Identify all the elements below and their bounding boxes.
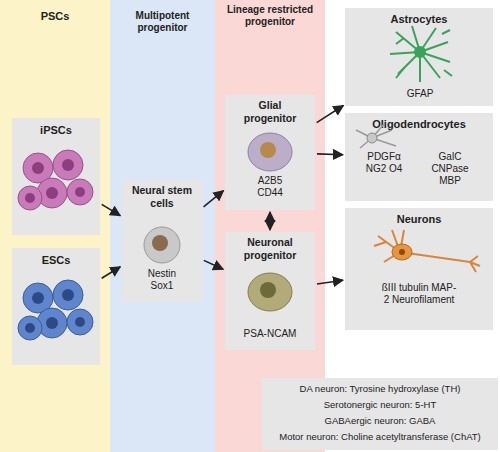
astrocyte-drawing [390,26,452,82]
esc-nucleus [25,323,35,333]
esc-nucleus [46,317,58,329]
marker-text: A2B5 CD44 [247,175,293,199]
esc-nucleus [32,292,44,304]
cell-box: ESCs [12,248,100,365]
neuron-process [374,230,470,262]
node-title: Oligodendrocytes [345,118,493,131]
band: PSCs iPSCsESCs [0,0,110,452]
node-title: Neural stem cells [126,184,198,209]
cell-box: Neurons ßIII tubulin MAP-2 Neurofilament [345,208,493,330]
node-title: iPSCs [12,124,100,137]
note-box: DA neuron: Tyrosine hydroxylase (TH) Sero… [262,378,498,450]
arrow-connector [317,153,343,155]
cell-box: iPSCs [12,118,100,235]
esc-cells [18,280,93,340]
nsc-cell [144,227,180,263]
marker-text: Nestin Sox1 [138,268,186,292]
marker-text: GalC CNPase MBP [425,151,475,187]
arrow-connector [317,106,344,123]
cell-box: Neuronal progenitorPSA-NCAM [225,232,315,350]
ipsc-cell [67,179,93,205]
band: Multipotent progenitorNeural stem cellsN… [110,0,215,452]
ipsc-nucleus [25,193,35,203]
ipsc-cells [18,150,93,210]
arrow-connector [204,260,223,269]
ipsc-nucleus [32,162,44,174]
marker-text: Motor neuron: Choline acetyltransferase … [264,431,496,442]
glial-nucleus [260,142,276,158]
esc-cell [18,316,42,340]
ipsc-nucleus [62,159,74,171]
cell-box: AstrocytesGFAP [345,8,493,106]
arrow-connector [317,280,343,284]
marker-text: Serotonergic neuron: 5-HT [264,399,496,410]
neuron-soma [392,244,412,260]
node-title: Lineage restricted progenitor [217,4,323,28]
esc-cell [53,280,83,310]
marker-text: GFAP [390,88,450,100]
marker-text: DA neuron: Tyrosine hydroxylase (TH) [264,383,496,394]
esc-cell [23,283,53,313]
neuron-terminal [470,256,480,272]
ipsc-cell [53,150,83,180]
oligodendrocyte-process [356,124,396,148]
marker-text: PSA-NCAM [230,328,310,340]
node-title: ESCs [12,254,100,267]
arrow-connector [102,267,121,278]
node-title: Neurons [345,213,493,226]
node-title: Multipotent progenitor [112,10,213,34]
arrow-connector [204,191,224,207]
ipsc-nucleus [46,187,58,199]
neuron-nucleus [399,249,405,255]
ipsc-cell [37,178,67,208]
esc-cell [67,309,93,335]
ipsc-cell [23,153,53,183]
cell-box: OligodendrocytesPDGFα NG2 O4 GalC CNPase … [345,113,493,201]
node-title: Neuronal progenitor [231,236,309,261]
esc-nucleus [75,317,85,327]
oligodendrocyte-body [367,133,377,143]
esc-cell [37,308,67,338]
neuron-drawing [374,230,480,272]
glial-cell [248,133,292,171]
astrocyte-process [390,26,450,82]
astrocyte-body [414,46,426,58]
esc-nucleus [62,289,74,301]
cell-box: Neural stem cellsNestin Sox1 [122,180,202,302]
astrocyte-branch [396,30,452,78]
ipsc-nucleus [75,187,85,197]
node-title: Glial progenitor [235,99,305,124]
oligodendrocyte-drawing [356,124,396,148]
node-title: Astrocytes [345,13,493,26]
marker-text: GABAergic neuron: GABA [264,415,496,426]
neuronal-nucleus [260,282,276,298]
marker-text: PDGFα NG2 O4 [360,151,408,175]
node-title: PSCs [0,10,110,23]
nsc-nucleus [152,235,168,251]
arrow-connector [269,212,271,230]
neuronal-cell [248,273,292,311]
arrow-connector [102,204,121,215]
cell-box: Glial progenitorA2B5 CD44 [225,95,315,210]
marker-text: ßIII tubulin MAP-2 Neurofilament [379,282,459,306]
ipsc-cell [18,186,42,210]
